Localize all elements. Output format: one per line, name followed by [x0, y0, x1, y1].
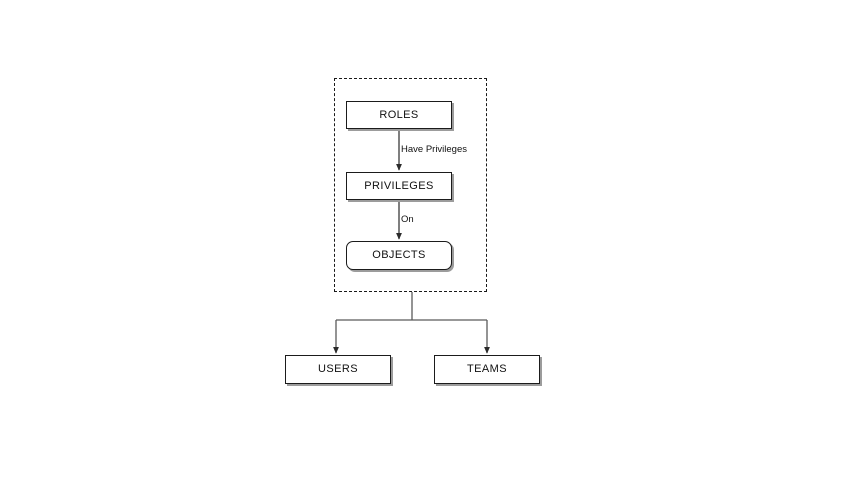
- node-privileges[interactable]: PRIVILEGES: [346, 172, 452, 200]
- node-users[interactable]: USERS: [285, 355, 391, 384]
- node-privileges-label: PRIVILEGES: [364, 179, 434, 192]
- edge-label-have-privileges: Have Privileges: [401, 144, 467, 155]
- node-objects-label: OBJECTS: [372, 249, 426, 261]
- node-teams[interactable]: TEAMS: [434, 355, 540, 384]
- node-teams-label: TEAMS: [467, 363, 507, 375]
- node-roles-label: ROLES: [379, 108, 419, 121]
- privilege-group-container: [334, 78, 487, 292]
- edge-label-on: On: [401, 214, 414, 225]
- node-objects[interactable]: OBJECTS: [346, 241, 452, 270]
- node-users-label: USERS: [318, 363, 358, 375]
- node-roles[interactable]: ROLES: [346, 101, 452, 129]
